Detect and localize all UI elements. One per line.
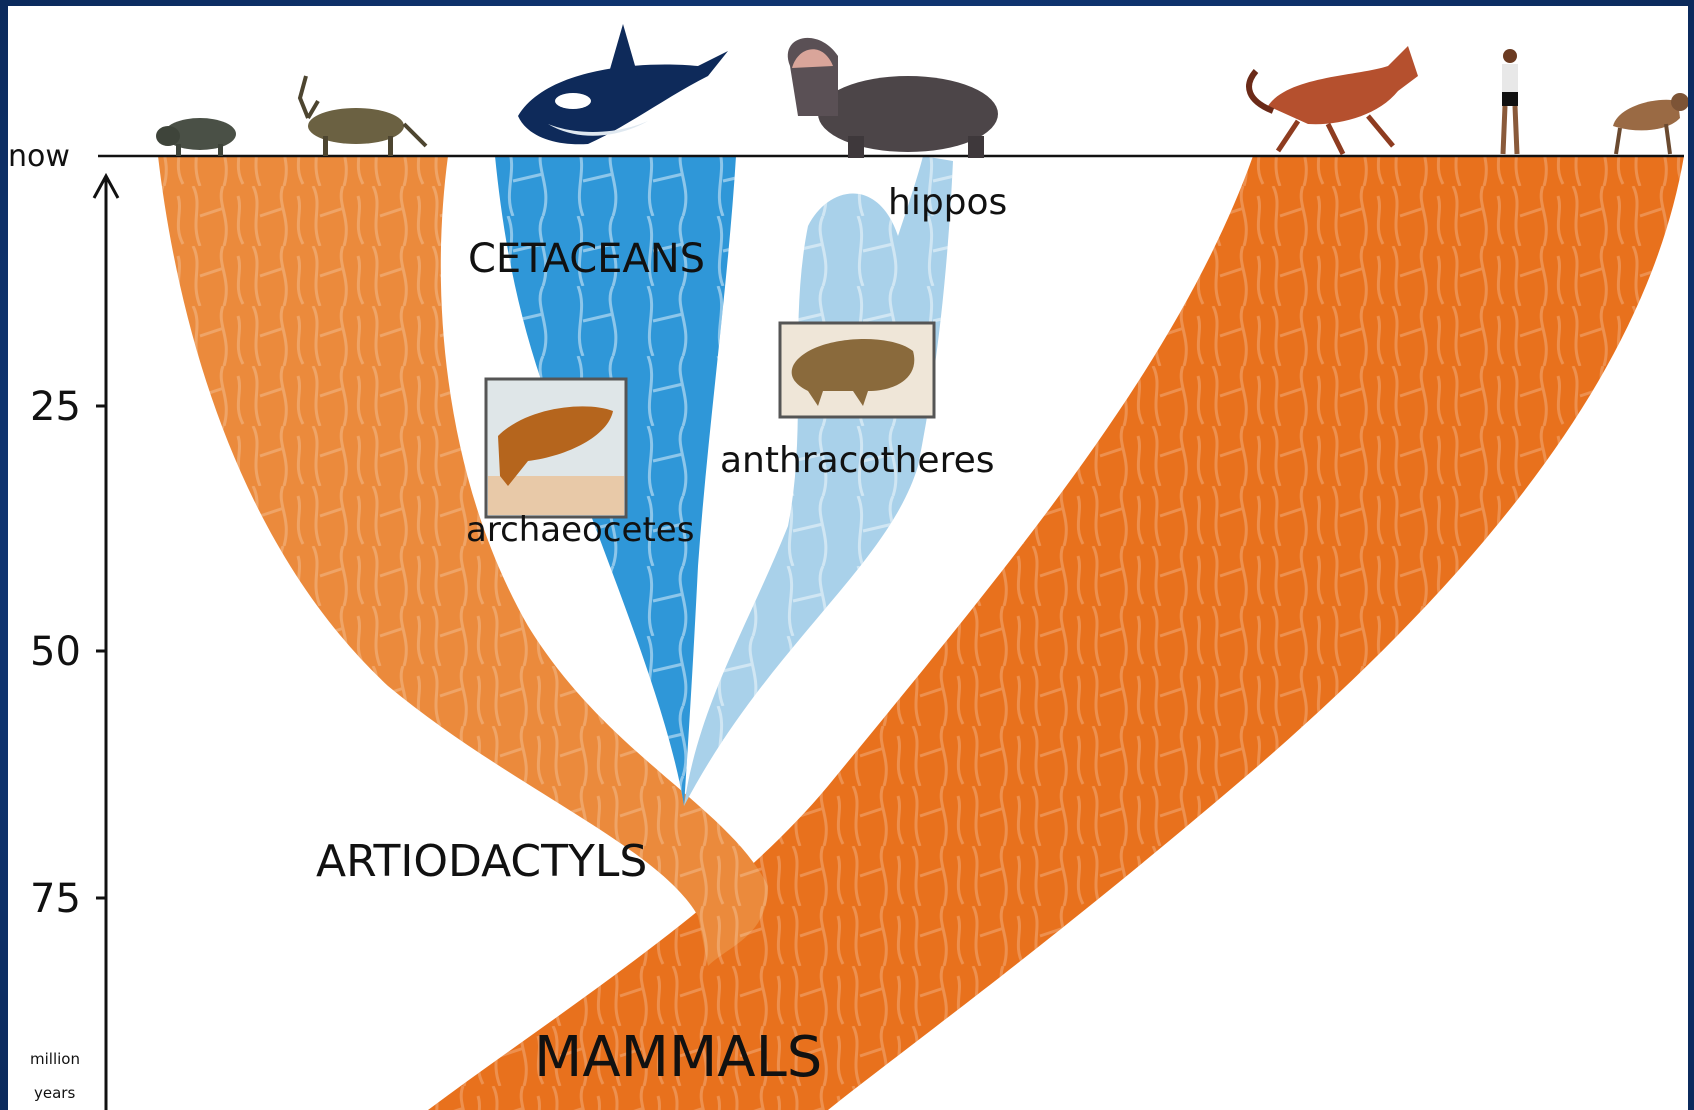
label-cetaceans: CETACEANS: [468, 236, 705, 282]
axis-tick-now: now: [8, 139, 70, 174]
axis-unit-line2: years: [34, 1084, 75, 1102]
label-artiodactyls: ARTIODACTYLS: [316, 836, 647, 887]
diagram-canvas: now 25 50 75 million years: [8, 6, 1688, 1110]
phylogeny-diagram: now 25 50 75 million years: [8, 6, 1688, 1110]
axis-unit-line1: million: [30, 1050, 80, 1068]
label-hippos: hippos: [888, 182, 1007, 223]
antelope-icon: [300, 76, 426, 156]
axis-tick-75: 75: [30, 876, 81, 922]
label-archaeocetes: archaeocetes: [466, 510, 694, 550]
label-anthracotheres: anthracotheres: [720, 440, 994, 481]
time-axis: now 25 50 75 million years: [8, 139, 118, 1110]
axis-tick-50: 50: [30, 629, 81, 675]
horse-icon: [1249, 46, 1418, 154]
label-mammals: MAMMALS: [534, 1025, 822, 1090]
pig-icon: [156, 118, 236, 156]
hippo-icon: [788, 38, 998, 158]
human-icon: [1502, 49, 1518, 154]
anthracothere-image: [780, 323, 934, 417]
axis-tick-25: 25: [30, 384, 81, 430]
archaeocete-image: [486, 379, 626, 517]
hyena-icon: [1613, 93, 1688, 154]
orca-icon: [518, 24, 728, 144]
